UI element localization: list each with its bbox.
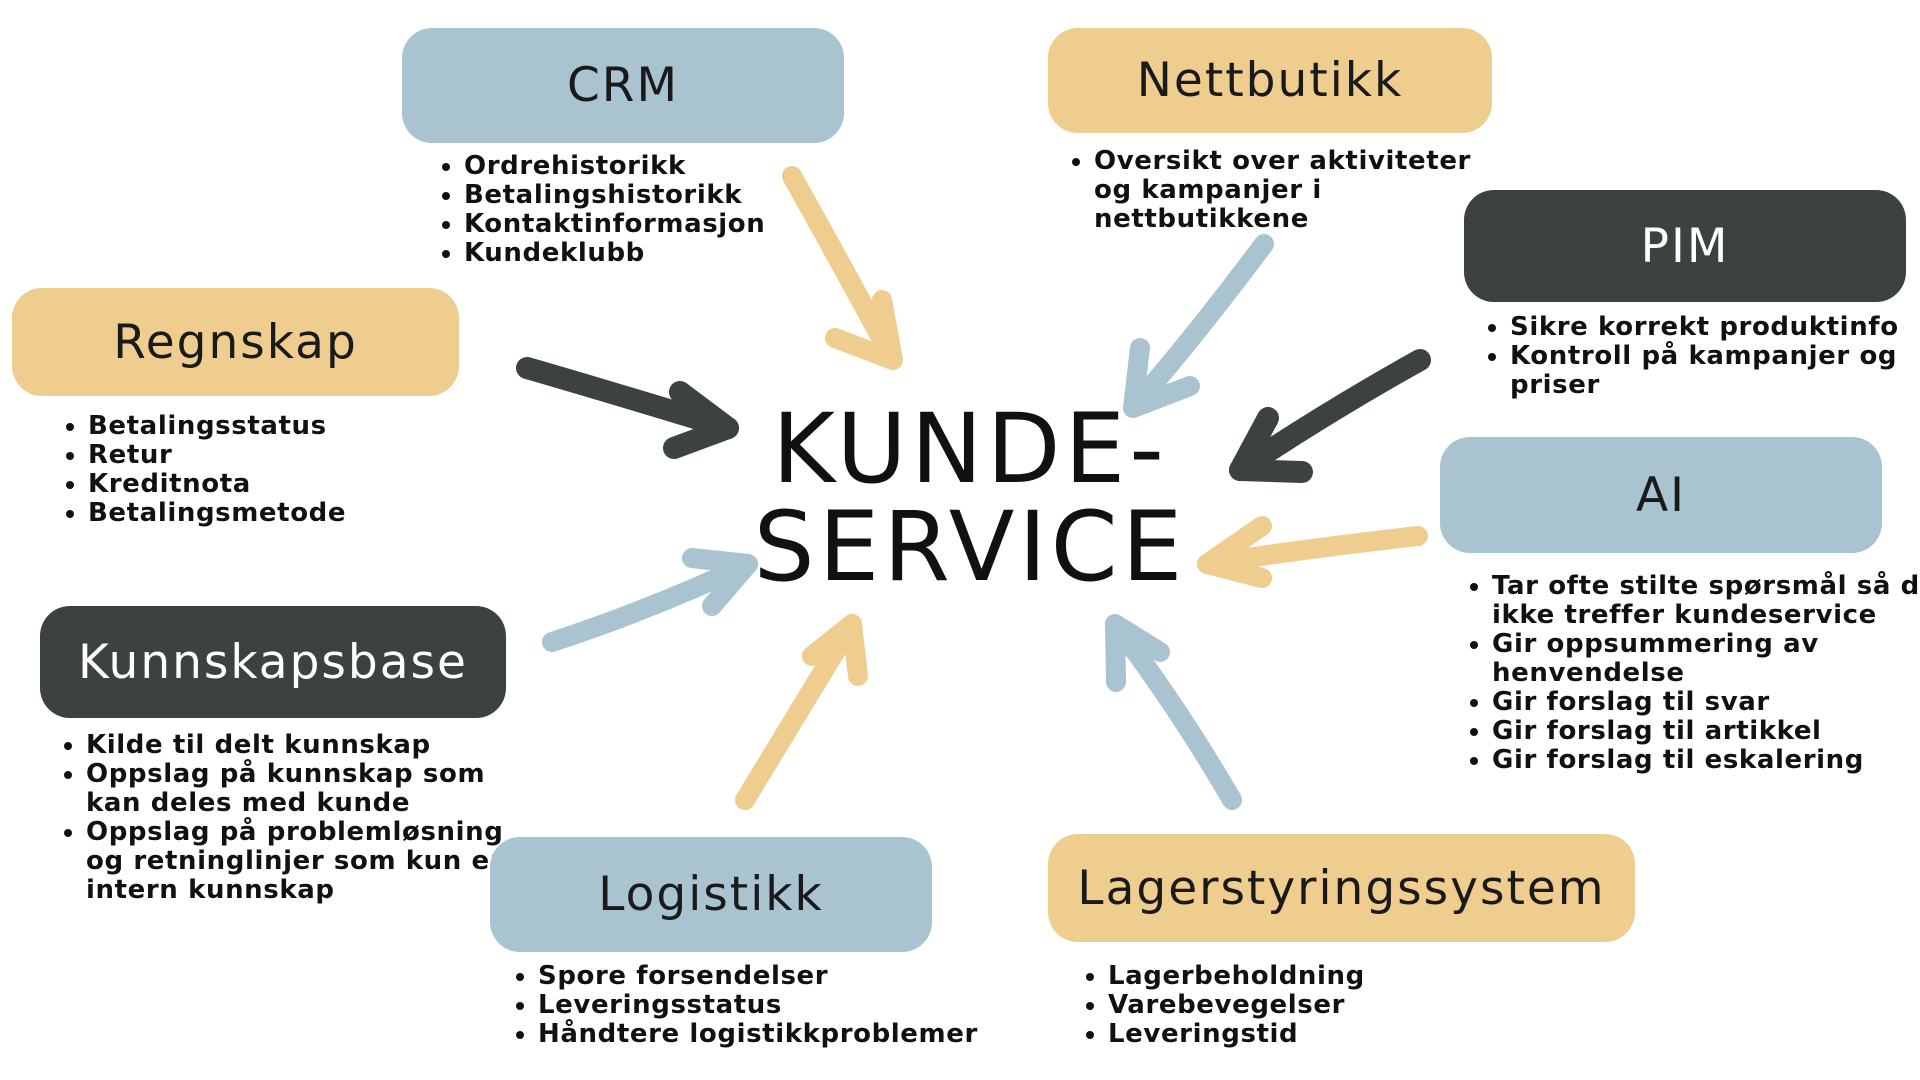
center-title-line1: KUNDE- — [772, 393, 1168, 505]
list-item: Håndtere logistikkproblemer — [538, 1020, 1008, 1049]
list-item: Oppslag på problemløsning og retninglinj… — [86, 818, 524, 905]
list-item: Betalingshistorikk — [464, 181, 884, 210]
arrow-regnskap — [516, 357, 739, 459]
node-nettbutikk: Nettbutikk — [1048, 28, 1492, 133]
list-item: Oppslag på kunnskap som kan deles med ku… — [86, 760, 524, 818]
list-item: Betalingsmetode — [88, 499, 488, 528]
list-item: Kontaktinformasjon — [464, 210, 884, 239]
list-item: Kontroll på kampanjer og priser — [1510, 342, 1920, 400]
list-item: Leveringstid — [1108, 1020, 1538, 1049]
arrow-logistikk — [735, 614, 868, 810]
list-item: Gir forslag til artikkel — [1492, 717, 1920, 746]
regnskap-items: Betalingsstatus Retur Kreditnota Betalin… — [56, 412, 488, 528]
logistikk-items: Spore forsendelser Leveringsstatus Håndt… — [506, 962, 1008, 1049]
node-kunnskapsbase: Kunnskapsbase — [40, 606, 506, 718]
arrow-crm — [782, 166, 903, 370]
center-title-line2: SERVICE — [753, 491, 1187, 603]
arrow-nettbutikk — [1123, 234, 1274, 418]
list-item: Tar ofte stilte spørsmål så de ikke tref… — [1492, 572, 1920, 630]
list-item: Varebevegelser — [1108, 991, 1538, 1020]
list-item: Kreditnota — [88, 470, 488, 499]
pim-items: Sikre korrekt produktinfo Kontroll på ka… — [1478, 313, 1920, 400]
list-item: Betalingsstatus — [88, 412, 488, 441]
node-regnskap: Regnskap — [12, 288, 459, 396]
kunnskapsbase-items: Kilde til delt kunnskap Oppslag på kunns… — [54, 731, 524, 905]
list-item: Gir oppsummering av henvendelse — [1492, 630, 1920, 688]
list-item: Gir forslag til svar — [1492, 688, 1920, 717]
list-item: Retur — [88, 441, 488, 470]
node-crm: CRM — [402, 28, 844, 143]
ai-items: Tar ofte stilte spørsmål så de ikke tref… — [1460, 572, 1920, 775]
list-item: Oversikt over aktiviteter og kampanjer i… — [1094, 147, 1514, 234]
list-item: Lagerbeholdning — [1108, 962, 1538, 991]
arrow-lager — [1105, 614, 1242, 810]
list-item: Kilde til delt kunnskap — [86, 731, 524, 760]
list-item: Gir forslag til eskalering — [1492, 746, 1920, 775]
nettbutikk-items: Oversikt over aktiviteter og kampanjer i… — [1062, 147, 1514, 234]
list-item: Leveringsstatus — [538, 991, 1008, 1020]
center-title: KUNDE- SERVICE — [720, 400, 1220, 596]
list-item: Spore forsendelser — [538, 962, 1008, 991]
list-item: Kundeklubb — [464, 239, 884, 268]
arrow-pim — [1229, 349, 1431, 483]
list-item: Sikre korrekt produktinfo — [1510, 313, 1920, 342]
arrow-ai — [1197, 516, 1428, 588]
crm-items: Ordrehistorikk Betalingshistorikk Kontak… — [432, 152, 884, 268]
node-lagerstyringssystem: Lagerstyringssystem — [1048, 834, 1635, 942]
lager-items: Lagerbeholdning Varebevegelser Leverings… — [1076, 962, 1538, 1049]
arrow-kunnskapsbase — [542, 548, 758, 652]
list-item: Ordrehistorikk — [464, 152, 884, 181]
node-ai: AI — [1440, 437, 1882, 553]
node-logistikk: Logistikk — [490, 837, 932, 952]
node-pim: PIM — [1464, 190, 1906, 302]
